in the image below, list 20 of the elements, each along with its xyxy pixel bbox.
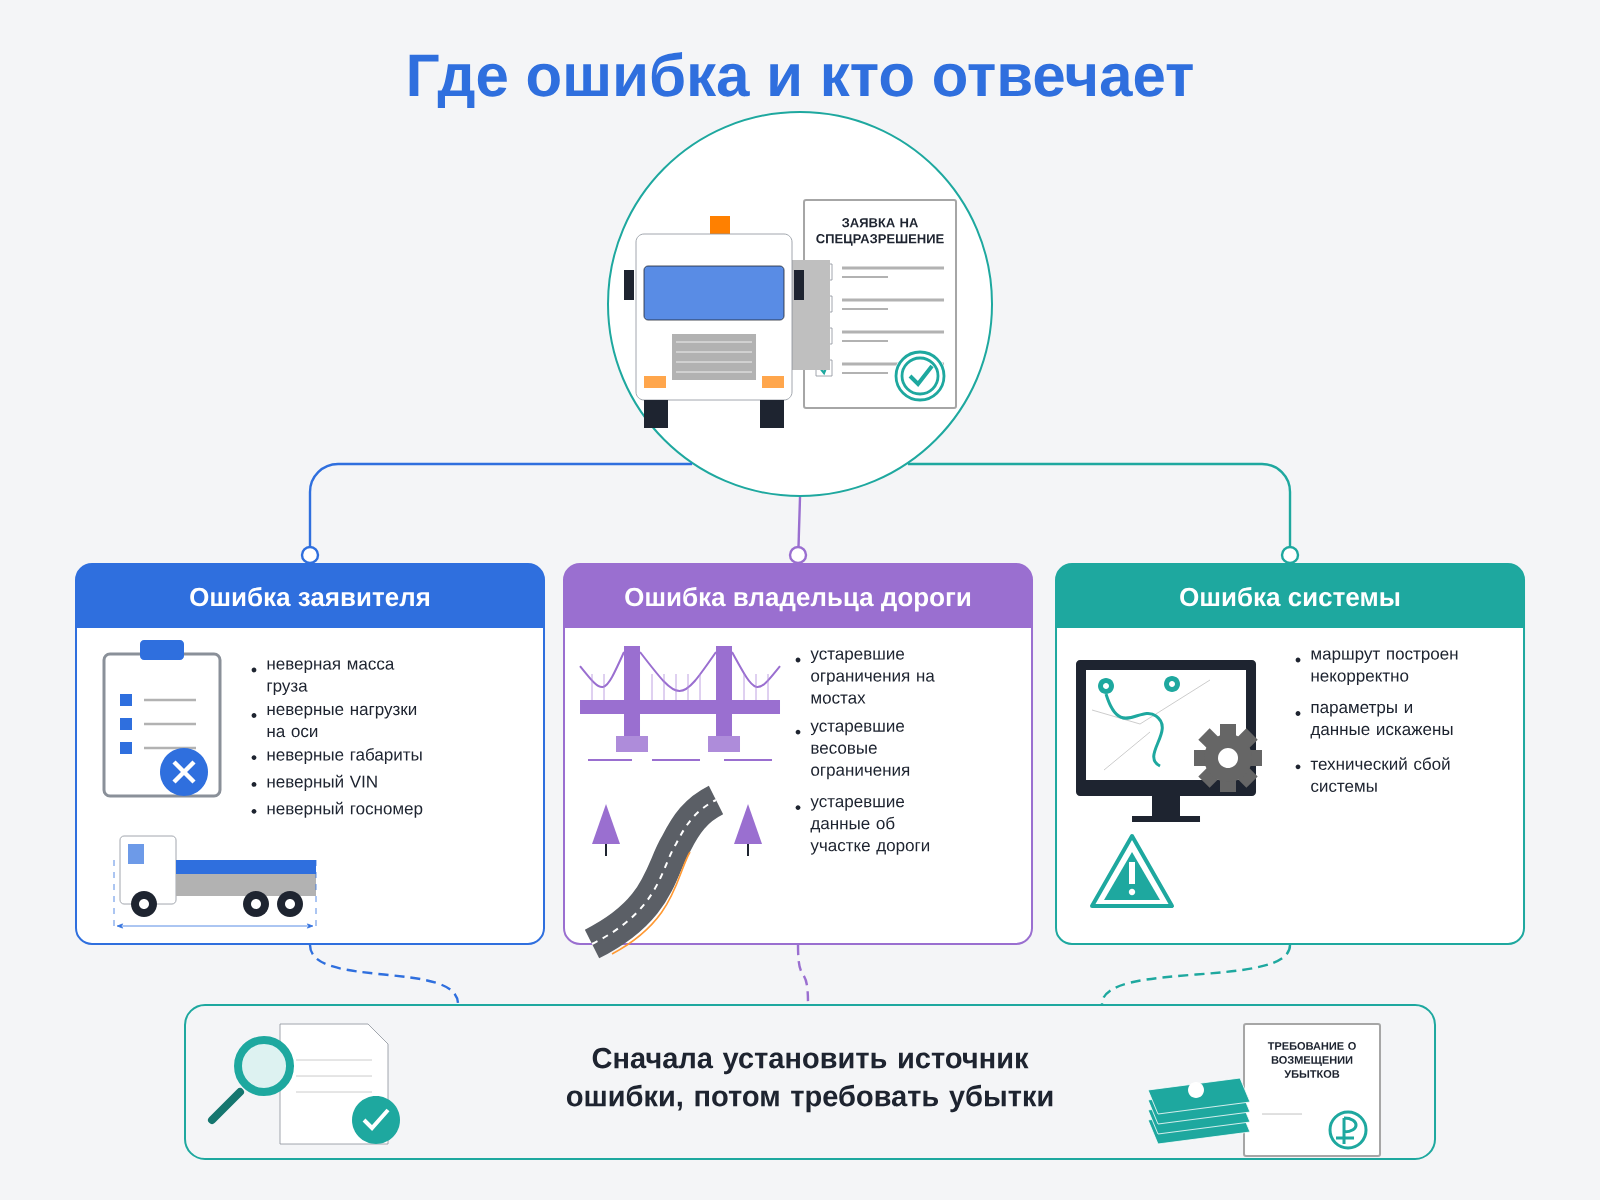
connector: [300, 462, 693, 565]
title: Где ошибка и кто отвечает: [409, 52, 1193, 108]
card-header: Ошибка владельца дороги: [564, 564, 1032, 628]
banner-text: Сначала установить источник ошибки, потом требовать убытки: [566, 1047, 1053, 1113]
connector: [907, 462, 1300, 565]
bullet-item: технический сбой системы: [1295, 757, 1450, 792]
connector: [1100, 944, 1292, 1005]
card-header: Ошибка заявителя: [76, 564, 544, 628]
bullet-item: устаревшие весовые ограничения: [795, 722, 910, 780]
card-header: Ошибка системы: [1056, 564, 1524, 628]
bullet-item: неверные габариты: [251, 748, 422, 764]
bullet-item: маршрут построен некорректно: [1295, 650, 1458, 686]
bullet-item: неверный госномер: [251, 801, 423, 818]
bullet-item: устаревшие данные об участке дороги: [795, 798, 930, 855]
bullet-item: параметры и данные искажены: [1295, 703, 1453, 739]
connector: [788, 496, 808, 565]
bullet-item: устаревшие ограничения на мостах: [795, 650, 935, 704]
connector: [308, 944, 460, 1005]
bullet-item: неверный VIN: [251, 774, 377, 791]
connector: [796, 945, 810, 1005]
